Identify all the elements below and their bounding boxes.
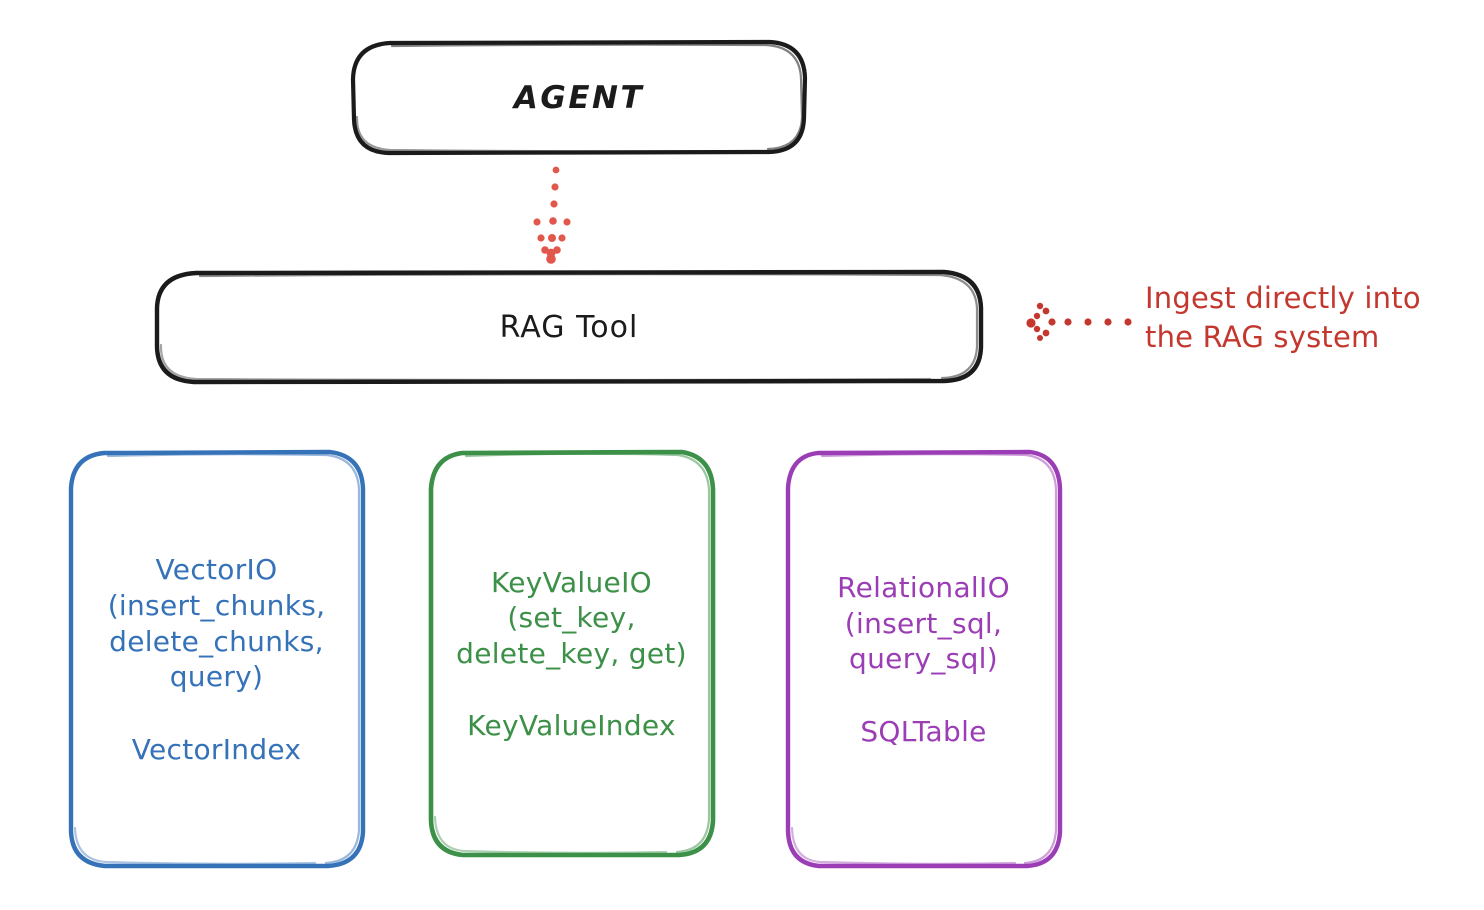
relational-io-title: RelationalIO (insert_sql, query_sql) (837, 571, 1010, 676)
agent-node[interactable]: AGENT (353, 42, 805, 153)
connector-agent-to-rag-arrow (533, 166, 571, 264)
key-value-io-title: KeyValueIO (set_key, delete_key, get) (456, 565, 687, 670)
ingest-annotation-text: Ingest directly into the RAG system (1145, 281, 1421, 354)
key-value-io-node[interactable]: KeyValueIO (set_key, delete_key, get) Ke… (430, 452, 713, 855)
agent-node-label: AGENT (513, 79, 645, 116)
vector-io-node[interactable]: VectorIO (insert_chunks, delete_chunks, … (70, 452, 363, 866)
rag-tool-node-label: RAG Tool (499, 309, 639, 345)
key-value-io-index-label: KeyValueIndex (467, 709, 676, 743)
relational-io-index-label: SQLTable (860, 714, 987, 748)
connector-ingest-to-rag-arrow (1026, 302, 1132, 341)
rag-tool-node[interactable]: RAG Tool (156, 272, 982, 382)
vector-io-index-label: VectorIndex (131, 732, 302, 766)
relational-io-node[interactable]: RelationalIO (insert_sql, query_sql) SQL… (787, 452, 1060, 866)
ingest-annotation: Ingest directly into the RAG system (1145, 279, 1475, 356)
vector-io-title: VectorIO (insert_chunks, delete_chunks, … (107, 553, 326, 694)
